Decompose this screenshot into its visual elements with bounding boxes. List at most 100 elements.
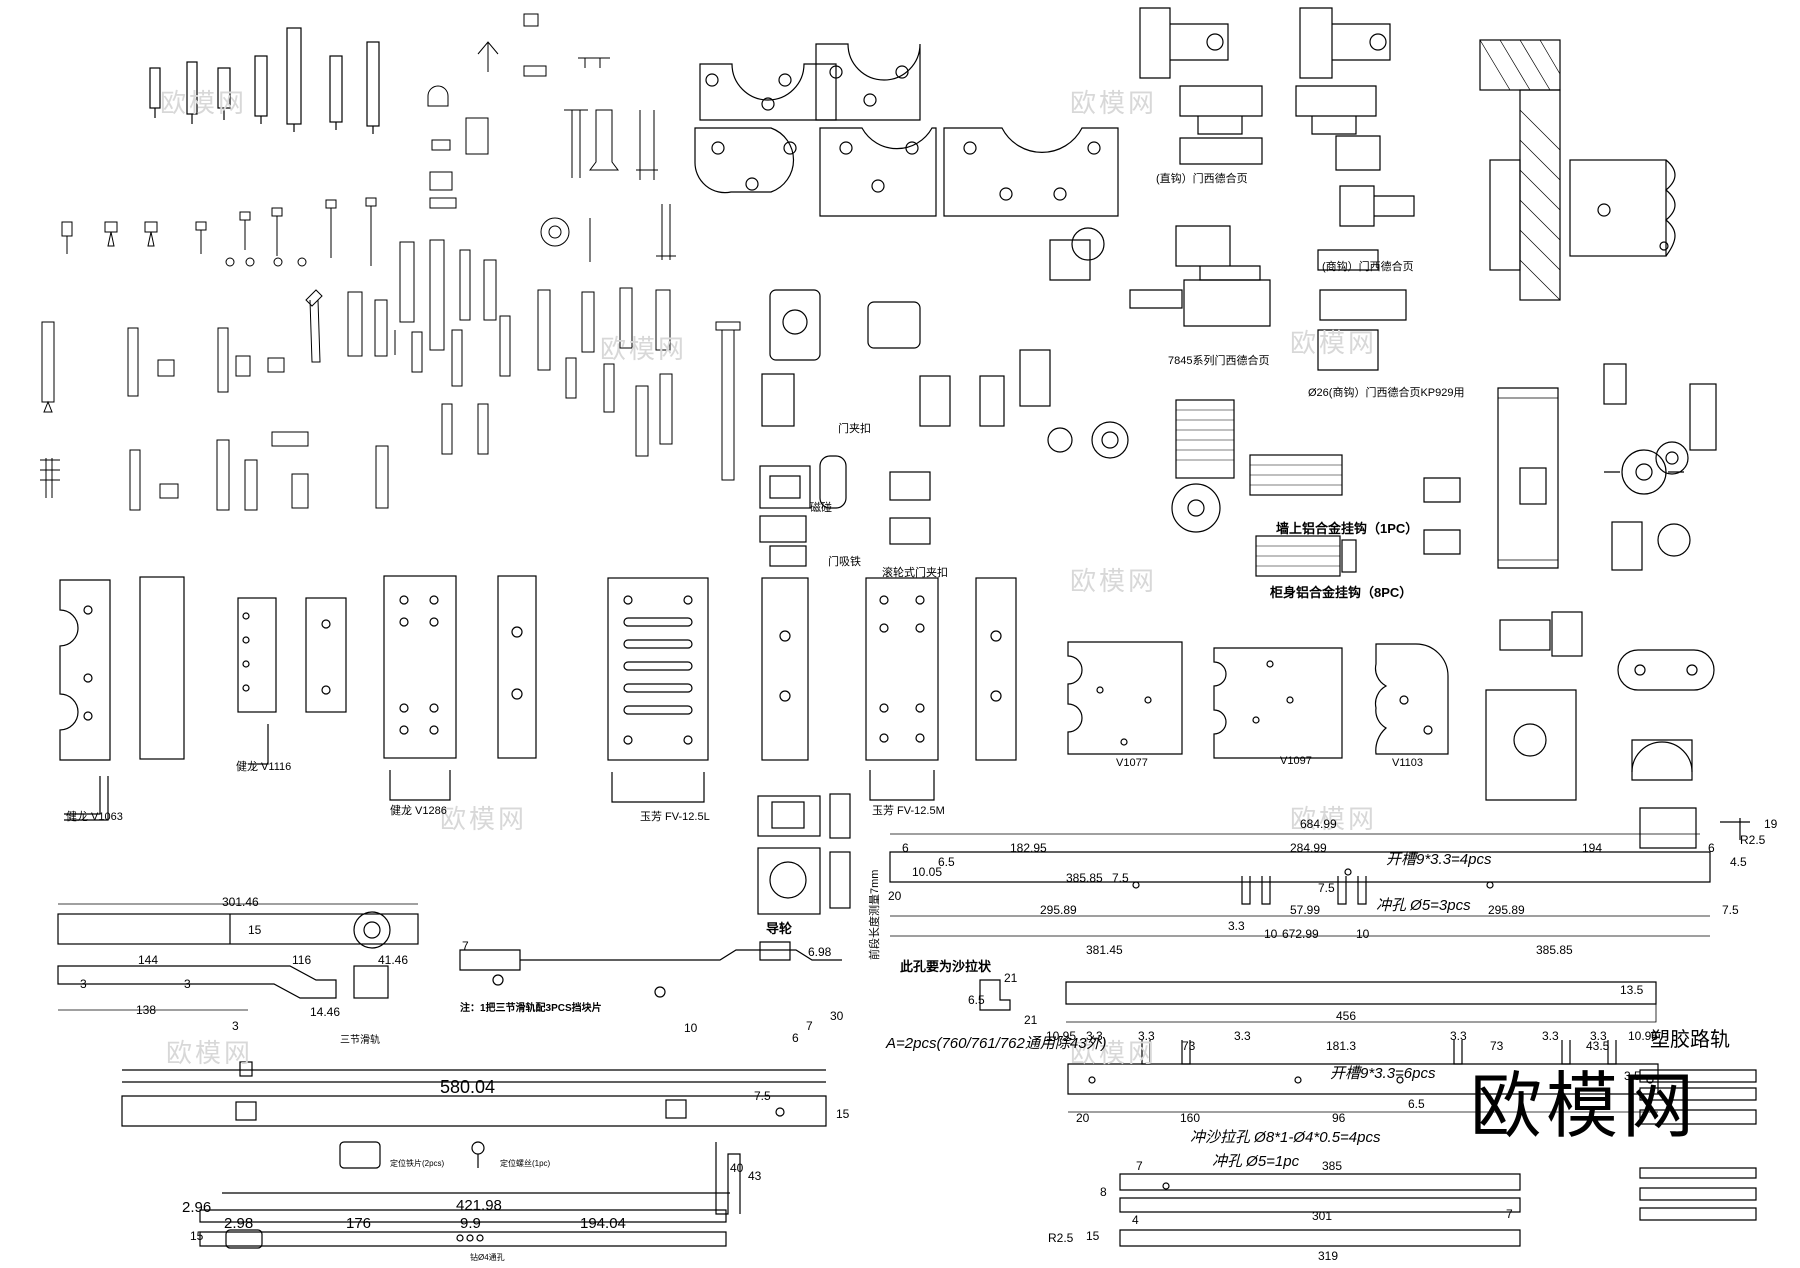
dim-low-319: 319 [1318, 1249, 1339, 1263]
dim-mid-33-c: 3.3 [1234, 1029, 1251, 1043]
dim-low-15: 15 [1086, 1229, 1100, 1243]
dim-low-r25: R2.5 [1048, 1231, 1074, 1245]
dim-left-30: 30 [830, 1009, 844, 1023]
dim-bot-296: 2.96 [182, 1199, 212, 1216]
dim-left-1446: 14.46 [310, 1005, 341, 1019]
slide-left-mid [459, 941, 842, 998]
mid-cluster-fasteners [399, 239, 741, 481]
note-sand-hole: 此孔要为沙拉状 [900, 959, 992, 974]
lock-components-right [1485, 363, 1717, 849]
plates-v-series [1067, 641, 1449, 759]
dim-mid-21-b: 21 [1024, 1013, 1038, 1027]
dim-bot-10: 10 [684, 1021, 698, 1035]
note-slot-6: 开槽9*3.3=6pcs [1330, 1065, 1436, 1082]
plastic-track [1639, 1069, 1757, 1221]
title-three-section-slide: 三节滑轨 [340, 1035, 380, 1046]
dim-1005: 10.05 [912, 865, 943, 879]
note-slot-4: 开槽9*3.3=4pcs [1386, 851, 1492, 868]
dim-bot-43: 43 [748, 1169, 762, 1183]
dim-29589-b: 295.89 [1488, 903, 1525, 917]
dim-bot-42198: 421.98 [456, 1197, 502, 1214]
label-v1097: V1097 [1280, 755, 1312, 767]
hinge-label-medium: (商钩）门西德合页 [1322, 261, 1414, 273]
ghost-watermark-3: 欧模网 [600, 334, 688, 364]
label-v1116: 健龙 V1116 [236, 761, 292, 773]
dim-left-138: 138 [136, 1003, 157, 1017]
note-vertical: 前段长度测量7mm [869, 869, 881, 960]
dim-mid-33-b: 3.3 [1138, 1029, 1155, 1043]
hinge-label-straight: (直钩）门西德合页 [1156, 173, 1248, 185]
ghost-watermark-8: 欧模网 [166, 1038, 254, 1068]
dim-left-4146: 41.46 [378, 953, 409, 967]
dim-67299: 672.99 [1282, 927, 1319, 941]
dim-low-301: 301 [1312, 1209, 1333, 1223]
hinge-label-7845: 7845系列门西德合页 [1168, 355, 1270, 367]
dim-bot-15-b: 15 [190, 1229, 204, 1243]
mounting-plates-top [694, 43, 1119, 217]
ghost-watermark-7: 欧模网 [1290, 804, 1378, 834]
dim-low-385: 385 [1322, 1159, 1343, 1173]
section-detail-right [1479, 39, 1676, 301]
dim-bot-75: 7.5 [754, 1089, 771, 1103]
dim-bot-176: 176 [346, 1215, 372, 1232]
dim-mid-1095: 10.95 [1046, 1029, 1077, 1043]
dim-r25: R2.5 [1740, 833, 1766, 847]
dim-low-7: 7 [1136, 1159, 1143, 1173]
label-v1077: V1077 [1116, 757, 1148, 769]
dim-33: 3.3 [1228, 919, 1245, 933]
dim-mid-21: 21 [1004, 971, 1018, 985]
dim-38585-a: 385.85 [1066, 871, 1103, 885]
ghost-watermark-1: 欧模网 [160, 88, 248, 118]
dim-bot-58004: 580.04 [440, 1077, 496, 1097]
dim-bot-7: 7 [806, 1019, 813, 1033]
screws-row-4 [40, 431, 389, 511]
note-sand-hole-4: 冲沙拉孔 Ø8*1-Ø4*0.5=4pcs [1190, 1129, 1381, 1146]
note-slide: 注：1把三节滑轨配3PCS挡块片 [460, 1003, 602, 1014]
dim-left-698: 6.98 [808, 945, 832, 959]
ghost-watermark-2: 欧模网 [1070, 88, 1158, 118]
dim-194: 194 [1582, 841, 1603, 855]
hinge-cups [1129, 7, 1415, 371]
dim-65: 6.5 [938, 855, 955, 869]
dim-mid-73-a: 73 [1182, 1039, 1196, 1053]
label-fv12m: 玉芳 FV-12.5M [872, 805, 945, 817]
rail-mid [979, 979, 1659, 1113]
note-bottom: 钻Ø4通孔 [470, 1253, 505, 1262]
dim-bot-298: 2.98 [224, 1215, 254, 1232]
label-guide-wheel: 导轮 [766, 921, 793, 936]
rail-top [889, 818, 1750, 937]
ghost-watermark-4: 欧模网 [1290, 328, 1378, 358]
dim-bot-6: 6 [792, 1031, 799, 1045]
dim-45: 4.5 [1730, 855, 1747, 869]
ghost-watermark-5: 欧模网 [1070, 566, 1158, 596]
label-door-stop: 门吸铁 [828, 556, 861, 568]
dim-low-8: 8 [1100, 1185, 1107, 1199]
dim-left-144: 144 [138, 953, 159, 967]
dim-left-30146: 301.46 [222, 895, 259, 909]
dim-20: 20 [888, 889, 902, 903]
dim-6-right: 6 [1708, 841, 1715, 855]
label-wall-hook: 墙上铝合金挂钩（1PC） [1276, 521, 1419, 536]
note-a-2pcs: A=2pcs(760/761/762通用除43外) [886, 1035, 1107, 1052]
dim-10-b: 10 [1356, 927, 1370, 941]
dim-mid-33-d: 3.3 [1450, 1029, 1467, 1043]
bracket-row [59, 575, 1017, 821]
dim-low-4: 4 [1132, 1213, 1139, 1227]
dim-38585-b: 385.85 [1536, 943, 1573, 957]
dim-18295: 182.95 [1010, 841, 1047, 855]
dim-6-left: 6 [902, 841, 909, 855]
rail-low [1119, 1173, 1521, 1247]
dim-75: 7.5 [1112, 871, 1129, 885]
dim-left-3b: 3 [184, 977, 191, 991]
aluminium-hooks [1171, 399, 1461, 577]
latch-cluster [759, 227, 1129, 567]
dim-mid-33-a: 3.3 [1086, 1029, 1103, 1043]
note-hole-1: 冲孔 Ø5=1pc [1212, 1153, 1300, 1170]
slide-bottom [121, 1061, 827, 1249]
dim-bot-99: 9.9 [460, 1215, 481, 1232]
dim-mid-33-e: 3.3 [1542, 1029, 1559, 1043]
dim-mid-1095-b: 10.95 [1628, 1029, 1659, 1043]
dim-10: 10 [1264, 927, 1278, 941]
screws-row-1 [149, 27, 380, 134]
